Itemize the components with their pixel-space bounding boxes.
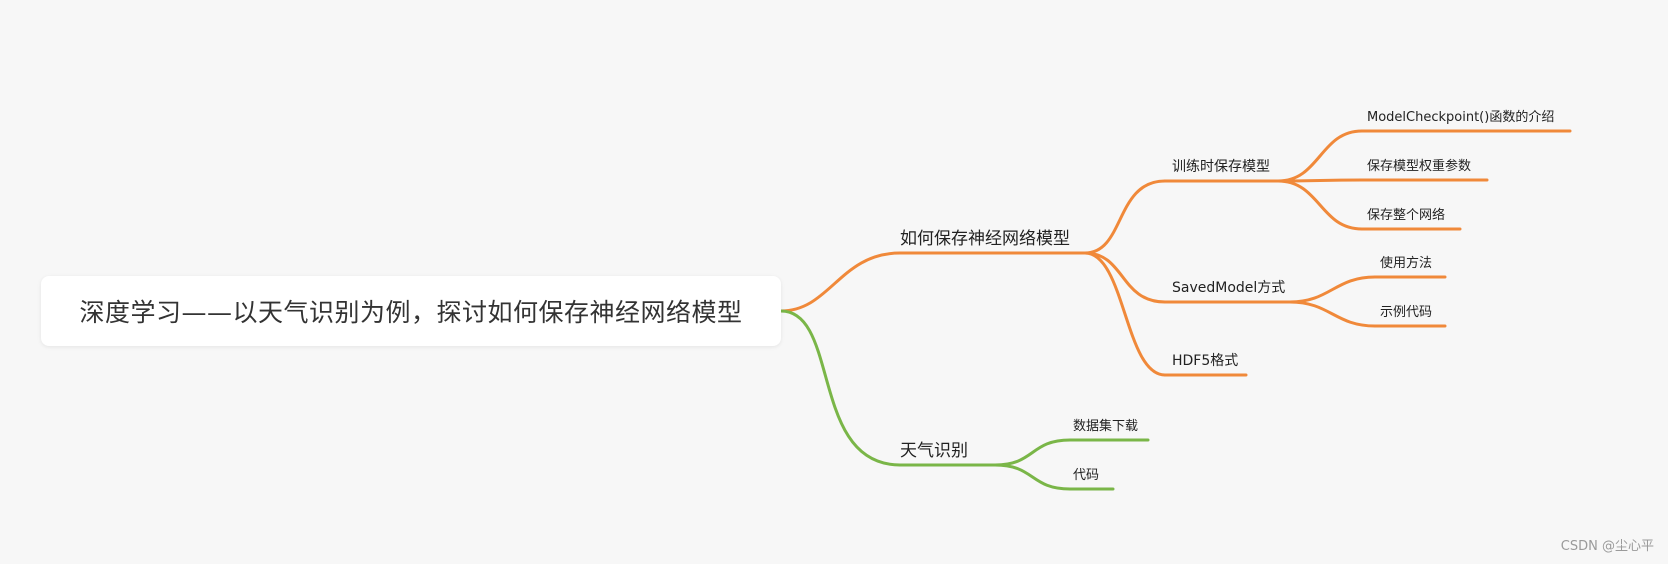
node-train-save[interactable]: 训练时保存模型 <box>1172 159 1270 175</box>
edge-savedmodel-example <box>1288 300 1377 328</box>
node-code[interactable]: 代码 <box>1073 468 1100 483</box>
root-title: 深度学习——以天气识别为例，探讨如何保存神经网络模型 <box>79 298 743 327</box>
edge-save-savedmodel <box>1083 251 1167 304</box>
watermark: CSDN @尘心平 <box>1560 539 1654 554</box>
node-usage[interactable]: 使用方法 <box>1380 256 1433 271</box>
edge-save-hdf5 <box>1083 251 1167 377</box>
node-save-weights[interactable]: 保存模型权重参数 <box>1367 159 1472 174</box>
edge-weather-dataset <box>993 438 1072 467</box>
edge-savedmodel-usage <box>1288 275 1377 304</box>
node-checkpoint[interactable]: ModelCheckpoint()函数的介绍 <box>1367 110 1555 125</box>
node-example[interactable]: 示例代码 <box>1380 305 1433 320</box>
node-save-whole[interactable]: 保存整个网络 <box>1367 208 1446 223</box>
edge-train-checkpoint <box>1276 129 1364 183</box>
node-save-model[interactable]: 如何保存神经网络模型 <box>900 229 1070 249</box>
edge-save-train <box>1083 179 1167 255</box>
edge-train-weights <box>1276 178 1364 183</box>
root-node[interactable]: 深度学习——以天气识别为例，探讨如何保存神经网络模型 <box>41 276 781 346</box>
node-weather[interactable]: 天气识别 <box>900 441 968 461</box>
edge-train-whole <box>1276 179 1364 231</box>
edge-root-weather <box>779 309 902 467</box>
node-savedmodel[interactable]: SavedModel方式 <box>1172 280 1286 296</box>
edge-weather-code <box>993 463 1072 491</box>
edge-root-save <box>779 251 902 313</box>
node-dataset[interactable]: 数据集下载 <box>1073 419 1139 434</box>
node-hdf5[interactable]: HDF5格式 <box>1172 353 1239 369</box>
